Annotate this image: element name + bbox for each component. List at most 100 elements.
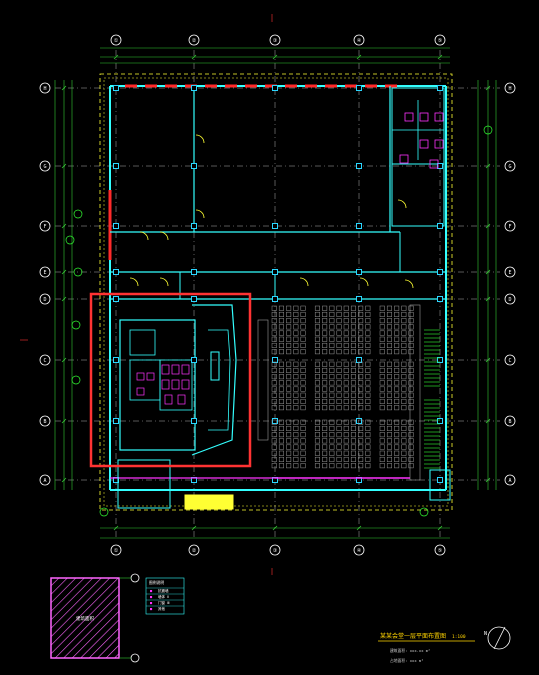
seat-icon — [278, 425, 284, 431]
axis-bubble-label: ④ — [357, 548, 362, 554]
seat-icon — [314, 450, 320, 456]
axis-bubble-label: H — [43, 86, 46, 92]
seat-icon — [358, 450, 364, 456]
seat-icon — [293, 349, 299, 355]
column — [437, 223, 443, 229]
axis-bubble-label: ⑤ — [438, 38, 443, 44]
seat-icon — [314, 342, 320, 348]
seat-icon — [322, 342, 328, 348]
seat-icon — [286, 456, 292, 462]
seat-icon — [300, 463, 306, 469]
seat-icon — [278, 463, 284, 469]
seat-icon — [401, 361, 407, 367]
seat-icon — [322, 336, 328, 342]
seat-icon — [300, 361, 306, 367]
seat-icon — [300, 432, 306, 438]
seat-icon — [271, 336, 277, 342]
legend-row-label: 抗震墙 — [158, 588, 169, 593]
seat-icon — [322, 311, 328, 317]
seat-icon — [343, 425, 349, 431]
seat-icon — [358, 432, 364, 438]
seat-icon — [358, 330, 364, 336]
column — [437, 296, 443, 302]
seat-icon — [322, 463, 328, 469]
seat-icon — [358, 336, 364, 342]
seat-icon — [336, 386, 342, 392]
seat-icon — [350, 374, 356, 380]
seat-icon — [379, 367, 385, 373]
column — [272, 357, 278, 363]
dimension-tick — [356, 54, 362, 60]
seat-icon — [365, 324, 371, 330]
seat-icon — [401, 349, 407, 355]
seat-icon — [293, 450, 299, 456]
axis-bubble-label: A — [43, 478, 46, 484]
seat-icon — [278, 318, 284, 324]
axis-bubble-icon — [39, 354, 51, 366]
seat-icon — [386, 425, 392, 431]
seat-icon — [350, 386, 356, 392]
seat-icon — [394, 305, 400, 311]
seat-icon — [343, 392, 349, 398]
exit-vestibule — [429, 469, 451, 501]
axis-bubble-icon — [504, 354, 516, 366]
seat-icon — [293, 305, 299, 311]
axis-bubble-label: ③ — [273, 38, 278, 44]
seat-icon — [408, 336, 414, 342]
seat-icon — [286, 374, 292, 380]
seat-icon — [394, 374, 400, 380]
seat-icon — [379, 444, 385, 450]
dimension-tick — [485, 223, 491, 229]
dimension-tick — [437, 525, 443, 531]
auditorium-seats-layer — [257, 304, 421, 481]
seat-icon — [365, 419, 371, 425]
seat-icon — [329, 438, 335, 444]
seat-icon — [300, 438, 306, 444]
axis-bubble-icon — [504, 220, 516, 232]
seat-icon — [293, 463, 299, 469]
seat-icon — [350, 456, 356, 462]
seat-icon — [386, 342, 392, 348]
seat-icon — [286, 311, 292, 317]
seat-icon — [329, 367, 335, 373]
seat-icon — [408, 367, 414, 373]
seat-icon — [401, 438, 407, 444]
seat-icon — [394, 361, 400, 367]
seat-icon — [278, 380, 284, 386]
seat-icon — [322, 305, 328, 311]
seat-icon — [365, 374, 371, 380]
axis-bubble-icon — [504, 474, 516, 486]
dimension-tick — [485, 418, 491, 424]
seat-icon — [314, 374, 320, 380]
seat-icon — [271, 392, 277, 398]
seat-icon — [278, 438, 284, 444]
seat-icon — [394, 450, 400, 456]
seat-icon — [271, 438, 277, 444]
seat-icon — [322, 380, 328, 386]
axis-bubble-icon — [39, 160, 51, 172]
seat-icon — [343, 361, 349, 367]
seat-icon — [350, 330, 356, 336]
axis-bubble-label: ① — [114, 548, 119, 554]
seat-icon — [358, 342, 364, 348]
seat-icon — [350, 305, 356, 311]
seat-icon — [278, 311, 284, 317]
seat-icon — [322, 438, 328, 444]
seat-icon — [350, 425, 356, 431]
seat-icon — [329, 324, 335, 330]
column — [191, 223, 197, 229]
selection-highlight-rectangle[interactable] — [89, 292, 252, 468]
seat-icon — [365, 318, 371, 324]
seat-icon — [336, 380, 342, 386]
axis-bubble-label: G — [508, 164, 511, 170]
seat-icon — [386, 398, 392, 404]
seat-icon — [336, 463, 342, 469]
legend-swatch-icon: ■ — [150, 589, 153, 593]
door-swing-icon — [159, 277, 169, 287]
dimension-tick — [61, 477, 67, 483]
seat-icon — [314, 432, 320, 438]
dimension-tick — [272, 525, 278, 531]
seat-icon — [365, 342, 371, 348]
axis-bubble-label: ④ — [357, 38, 362, 44]
